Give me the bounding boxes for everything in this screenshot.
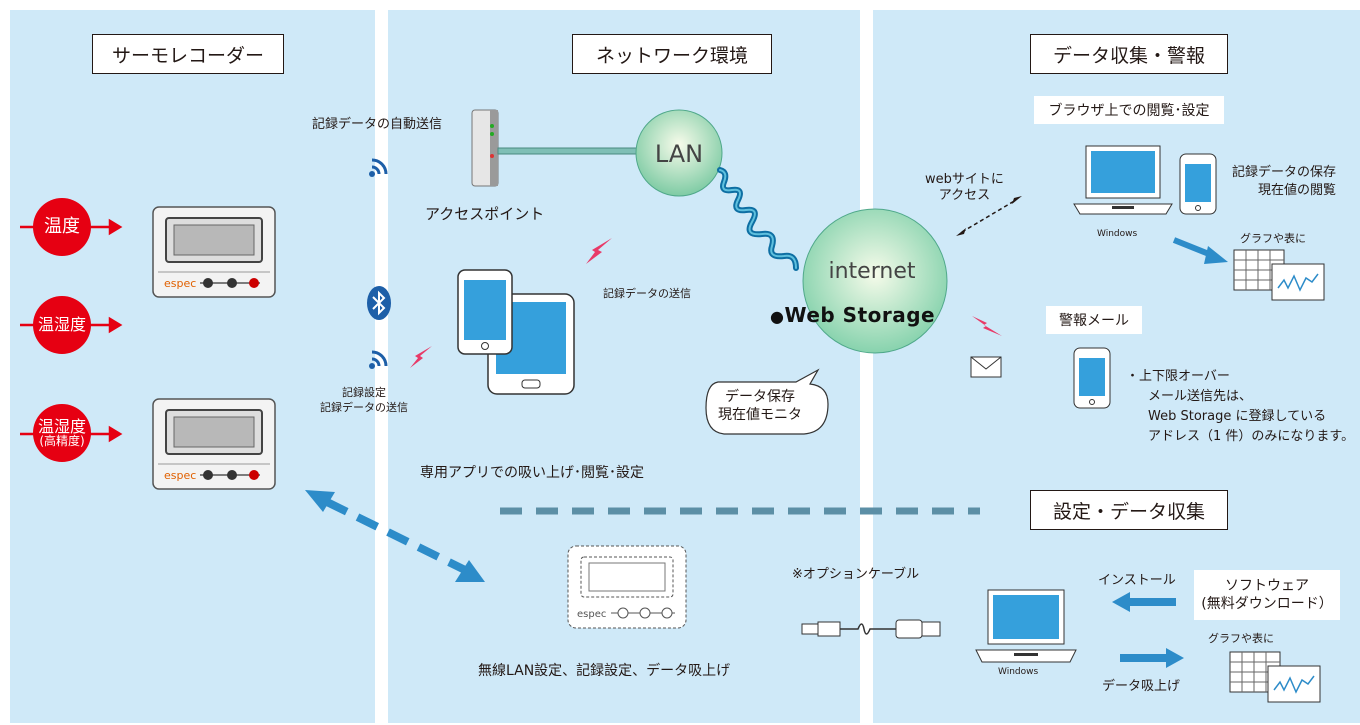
dashed-separator [500, 507, 980, 515]
app-caption: 専用アプリでの吸い上げ･閲覧･設定 [420, 465, 644, 481]
laptop-browser [1073, 145, 1173, 215]
graph-label-bottom: グラフや表に [1208, 632, 1274, 645]
web-access-text: webサイトに アクセス [925, 172, 1004, 203]
windows-label-bottom: Windows [998, 667, 1039, 677]
usb-cable [801, 619, 941, 639]
lan-label: LAN [655, 140, 703, 168]
graph-arrow-top [1172, 237, 1228, 264]
recorder-outline-brand: espec [577, 609, 606, 620]
signal-bolt-3 [972, 316, 1002, 336]
web-storage-label: Web Storage [784, 303, 936, 327]
section-title-data: データ収集・警報 [1030, 34, 1228, 74]
web-storage-logo: ●Web Storage [770, 302, 935, 329]
install-label: インストール [1098, 573, 1176, 588]
alarm-line4: アドレス（1 件）のみになります。 [1148, 429, 1355, 444]
phone-alarm [1073, 347, 1111, 409]
record-save-line1: 記録データの保存 [1232, 165, 1337, 180]
internet-globe: internet [802, 208, 948, 354]
section-title-network: ネットワーク環境 [572, 34, 772, 74]
alarm-line3: Web Storage に登録している [1148, 409, 1327, 424]
install-arrow [1112, 592, 1176, 612]
panel-recorder [10, 10, 375, 723]
dashed-bidirectional-arrow [305, 490, 485, 582]
globe-icon: ● [770, 307, 785, 326]
tablet-devices [457, 269, 575, 395]
software-line2: (無料ダウンロード） [1201, 596, 1333, 612]
alarm-line1: ・上下限オーバー [1126, 369, 1230, 384]
alarm-mail-heading: 警報メール [1046, 306, 1142, 334]
record-save-line2: 現在値の閲覧 [1258, 182, 1337, 198]
lan-coil-cable [717, 167, 799, 271]
sensor-label-temp-humid-hp: 温湿度 [37, 416, 86, 436]
phone-browser [1179, 153, 1217, 215]
graph-label-top: グラフや表に [1240, 232, 1306, 245]
graph-chart-icon-top [1233, 249, 1325, 301]
recorder-device-top: espec [152, 206, 276, 298]
sensor-badge-temp-humid-hp: 温湿度 (高精度) [33, 404, 91, 462]
option-cable-label: ※オプションケーブル [792, 567, 920, 582]
web-access-line2: アクセス [938, 187, 991, 203]
sensor-label-temp-humid: 温湿度 [37, 315, 86, 335]
software-line1: ソフトウェア [1225, 577, 1309, 594]
recorder-brand-top: espec [164, 277, 196, 290]
data-collect-arrow [1120, 648, 1184, 668]
web-access-arrow [956, 196, 1022, 236]
record-settings-line1: 記録設定 [342, 386, 386, 399]
bubble-line1: データ保存 [725, 389, 795, 405]
bubble-line2: 現在値モニタ [718, 407, 802, 424]
alarm-line2: メール送信先は、 [1148, 389, 1253, 404]
sensor-label-temp: 温度 [44, 216, 80, 238]
bluetooth-icon [367, 286, 391, 320]
sensor-label-high-precision: (高精度) [39, 434, 85, 449]
windows-label-top: Windows [1097, 229, 1138, 239]
browser-heading: ブラウザ上での閲覧･設定 [1034, 96, 1224, 124]
access-point-label: アクセスポイント [425, 205, 545, 223]
laptop-settings [975, 589, 1077, 663]
bubble-text: データ保存 現在値モニタ [718, 388, 802, 424]
auto-send-label: 記録データの自動送信 [312, 117, 443, 132]
recorder-outline: espec [567, 545, 687, 629]
speech-bubble [705, 368, 829, 435]
send-data-label: 記録データの送信 [603, 287, 691, 300]
signal-bolt-2 [586, 238, 612, 264]
mail-icon [970, 356, 1002, 378]
wifi-icon-bottom [369, 350, 388, 369]
access-point-device [471, 109, 649, 187]
recorder-device-bottom: espec [152, 398, 276, 490]
software-box: ソフトウェア (無料ダウンロード） [1194, 570, 1340, 620]
graph-chart-icon-bottom [1229, 651, 1321, 703]
divider-gap [375, 0, 388, 725]
web-access-line1: webサイトに [925, 172, 1004, 187]
data-collect-label: データ吸上げ [1102, 679, 1181, 694]
internet-label: internet [829, 259, 916, 284]
recorder-brand-bottom: espec [164, 469, 196, 482]
signal-bolt-1 [410, 346, 432, 368]
wireless-caption: 無線LAN設定、記録設定、データ吸上げ [478, 663, 731, 679]
section-title-settings: 設定・データ収集 [1030, 490, 1228, 530]
sensor-badge-temp-humid: 温湿度 [33, 296, 91, 354]
record-settings-line2: 記録データの送信 [320, 400, 408, 414]
record-save-text: 記録データの保存 現在値の閲覧 [1232, 164, 1336, 199]
lan-globe: LAN [635, 109, 723, 197]
wifi-icon-top [369, 158, 388, 177]
sensor-badge-temp: 温度 [33, 198, 91, 256]
record-settings-label: 記録設定 記録データの送信 [320, 386, 408, 416]
section-title-recorder: サーモレコーダー [92, 34, 284, 74]
